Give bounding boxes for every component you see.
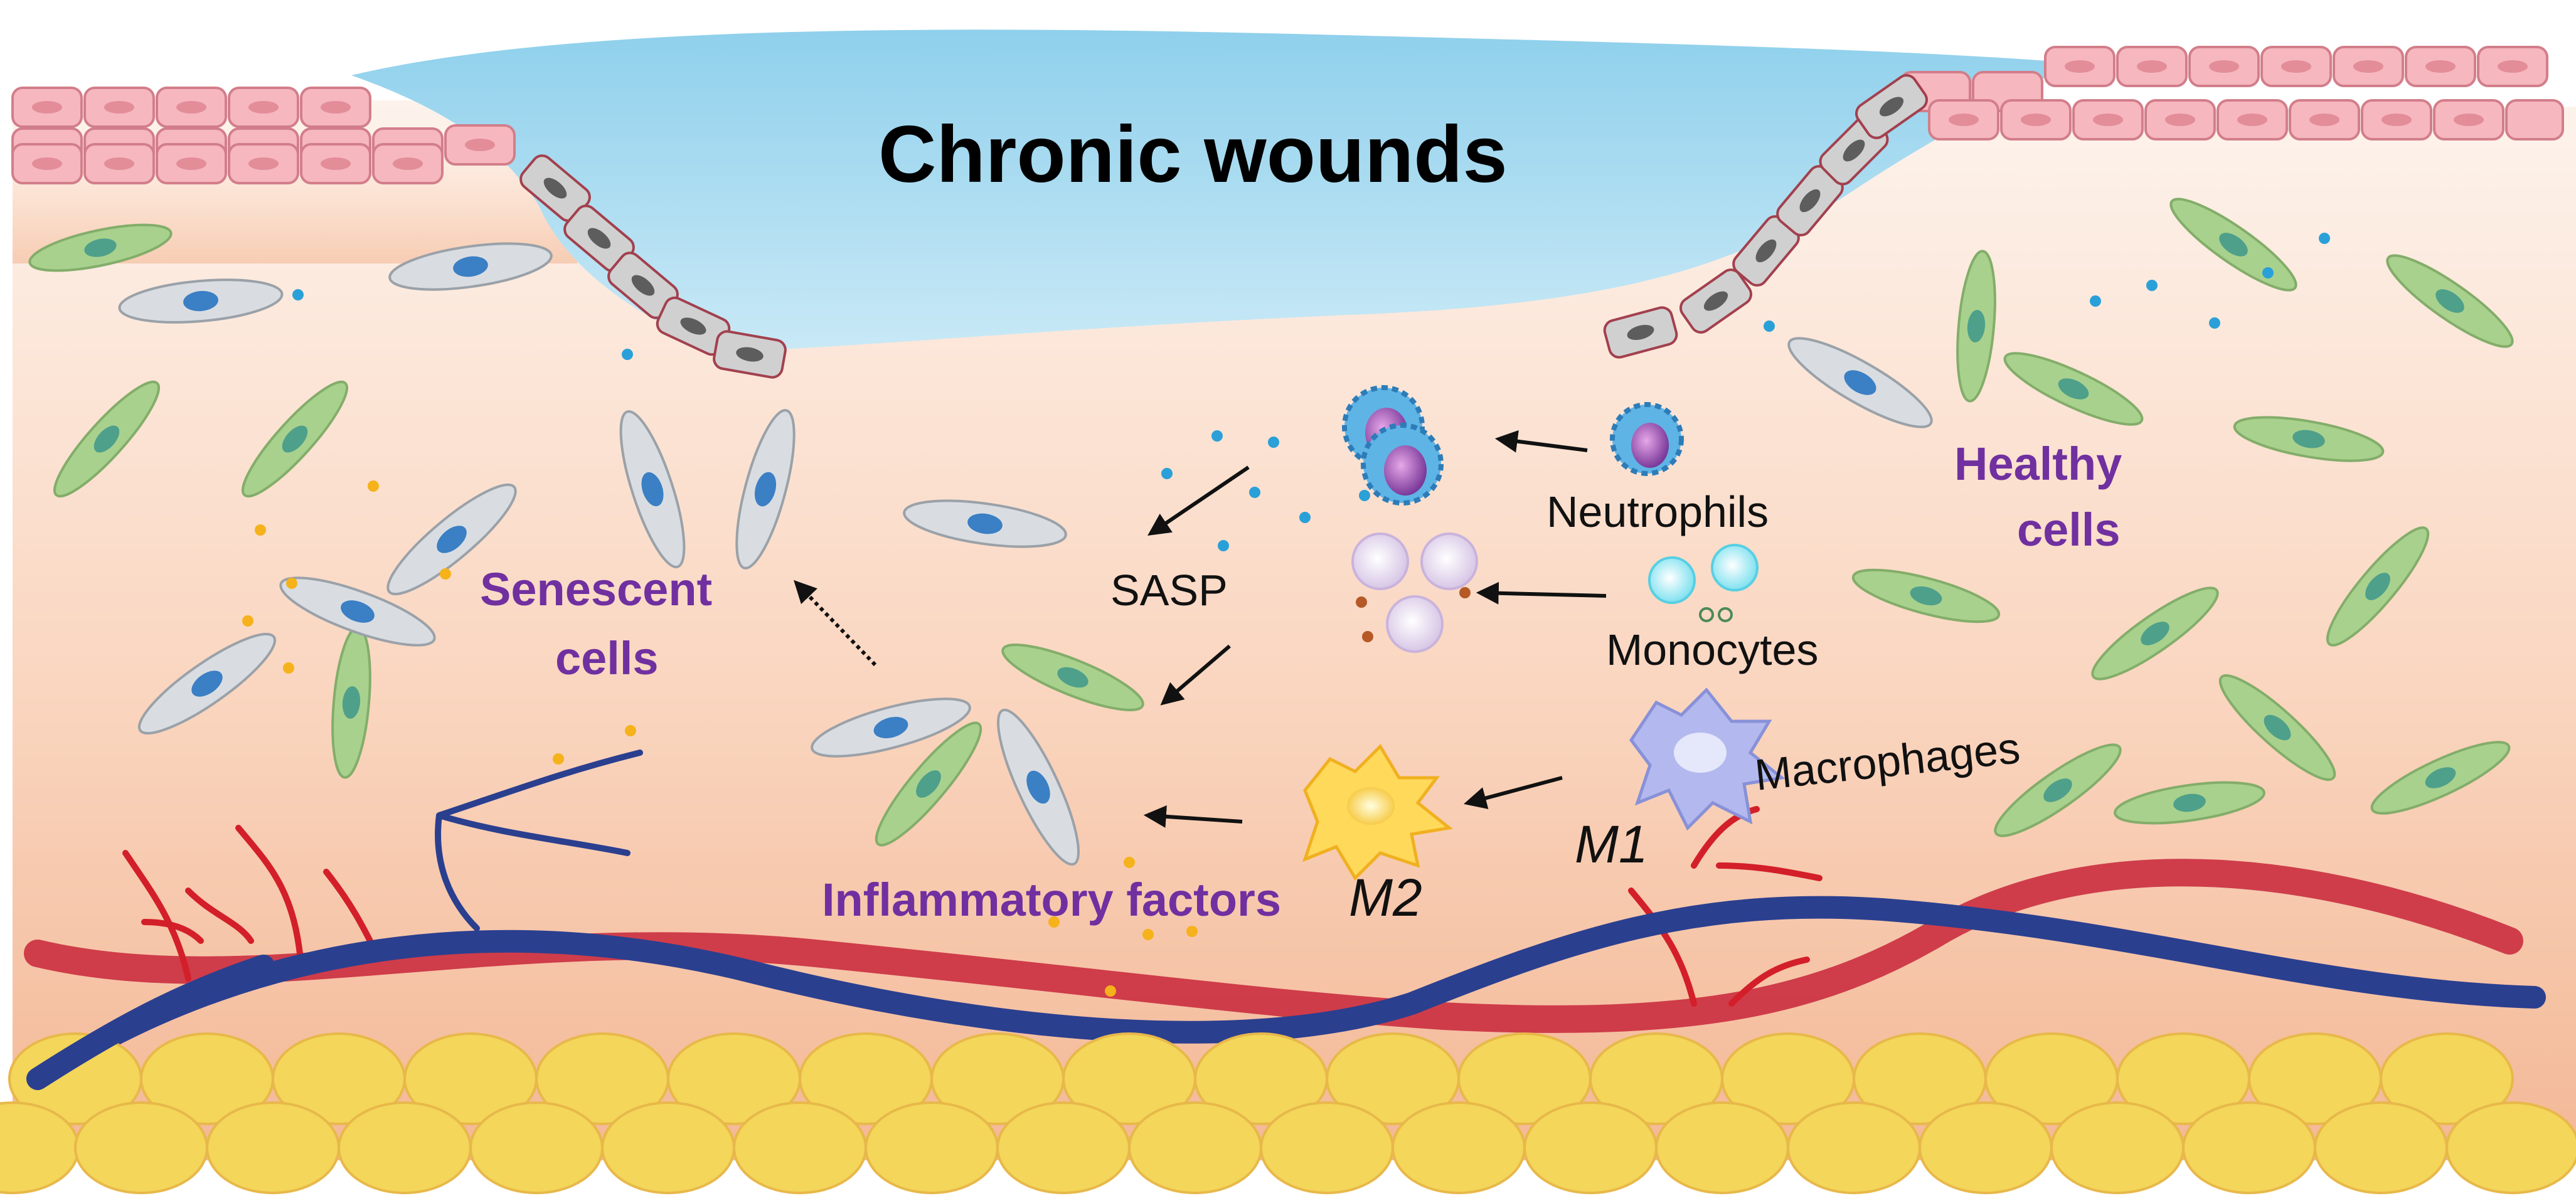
inflammatory-factor-dots xyxy=(242,480,1198,997)
arrow-neutrophil-recruit xyxy=(1494,430,1588,453)
label-m2: M2 xyxy=(1349,868,1422,927)
artery-branches-left xyxy=(122,825,380,982)
arrows xyxy=(1143,430,1607,828)
monocyte-cells xyxy=(1351,533,1759,653)
subcutaneous-fat xyxy=(0,1032,2576,1194)
arrow-monocytes-to-fibroblasts xyxy=(1160,644,1231,706)
diagram-title: Chronic wounds xyxy=(878,110,1508,199)
arrow-neutrophils-to-sasp xyxy=(1147,465,1250,536)
label-m1: M1 xyxy=(1575,815,1648,874)
arrow-monocyte-recruit xyxy=(1476,581,1607,605)
vein-vessel xyxy=(26,896,2546,1090)
dermis-tissue xyxy=(13,100,2576,1160)
wound-fluid xyxy=(351,29,2070,352)
neutrophil-cells xyxy=(1342,385,1684,506)
label-senescent-cells-line2: cells xyxy=(555,632,659,684)
label-neutrophils: Neutrophils xyxy=(1546,487,1769,536)
macrophage-m1-cell xyxy=(1629,687,1786,831)
label-senescent-cells-line1: Senescent xyxy=(480,563,712,615)
label-inflammatory-factors: Inflammatory factors xyxy=(822,874,1281,926)
label-healthy-cells-line2: cells xyxy=(2017,504,2121,556)
label-healthy-cells-line1: Healthy xyxy=(1954,438,2122,490)
label-sasp: SASP xyxy=(1110,566,1228,615)
arrow-m2-to-inflammation xyxy=(1143,805,1243,828)
artery-branches-right xyxy=(1628,806,1823,1007)
cytokine-dots-blue xyxy=(292,233,2330,551)
monocyte-secretion-dots xyxy=(1356,587,1471,642)
macrophage-m2-cell xyxy=(1302,743,1453,881)
label-monocytes: Monocytes xyxy=(1606,625,1818,674)
vein-branch xyxy=(435,750,643,931)
arrow-m1-to-m2 xyxy=(1464,776,1563,809)
